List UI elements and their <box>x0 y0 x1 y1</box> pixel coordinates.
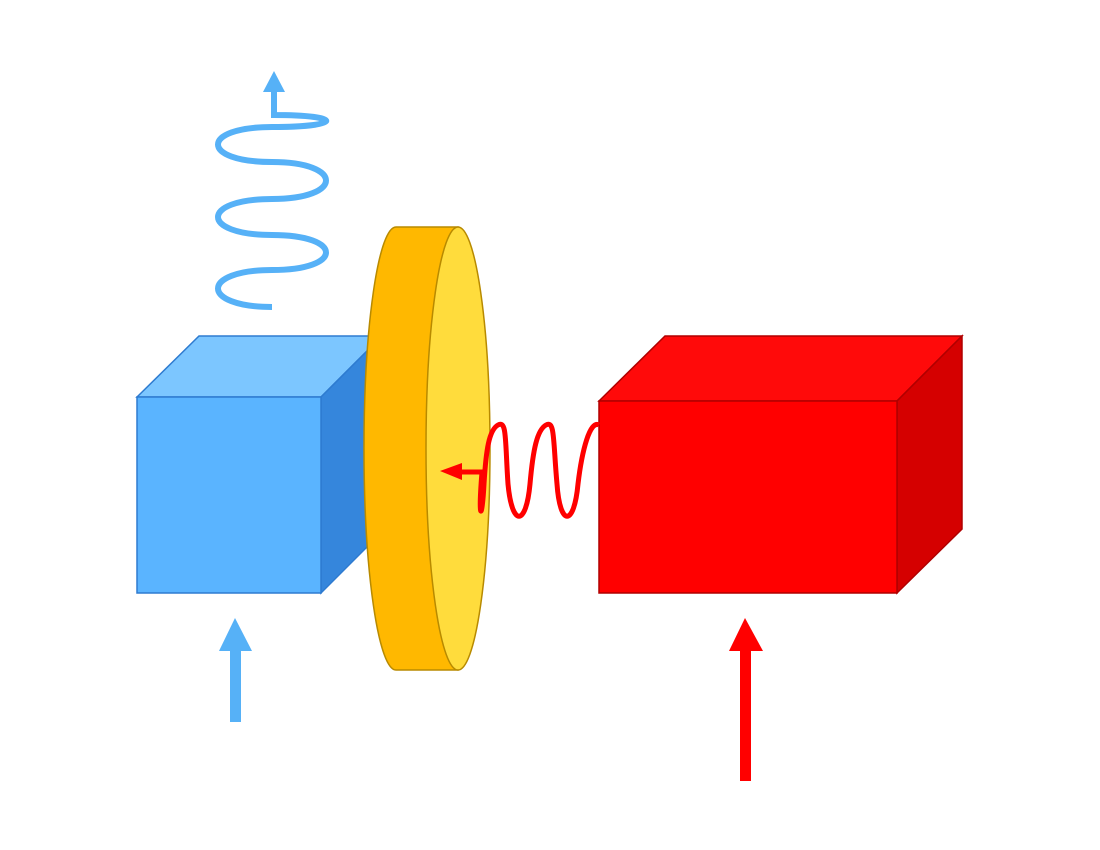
blue-block <box>135 334 384 595</box>
disk-face <box>425 226 491 671</box>
red-arrow-shaft <box>740 648 751 781</box>
red-input-arrow <box>729 618 763 781</box>
blue-wave-path <box>215 90 329 310</box>
blue-wavy-arrow <box>215 71 329 310</box>
red-block-front <box>598 400 898 594</box>
blue-input-arrow <box>219 618 252 722</box>
red-wavy-arrow <box>440 421 601 519</box>
red-block <box>597 334 964 595</box>
blue-arrow-head <box>219 618 252 651</box>
blue-arrow-shaft <box>230 648 241 722</box>
red-arrow-head <box>729 618 763 651</box>
blue-wave-arrowhead <box>263 71 285 92</box>
blue-block-front <box>136 396 322 594</box>
disk <box>363 226 491 671</box>
red-wave-path <box>458 421 601 519</box>
red-wave-arrowhead <box>440 463 462 480</box>
